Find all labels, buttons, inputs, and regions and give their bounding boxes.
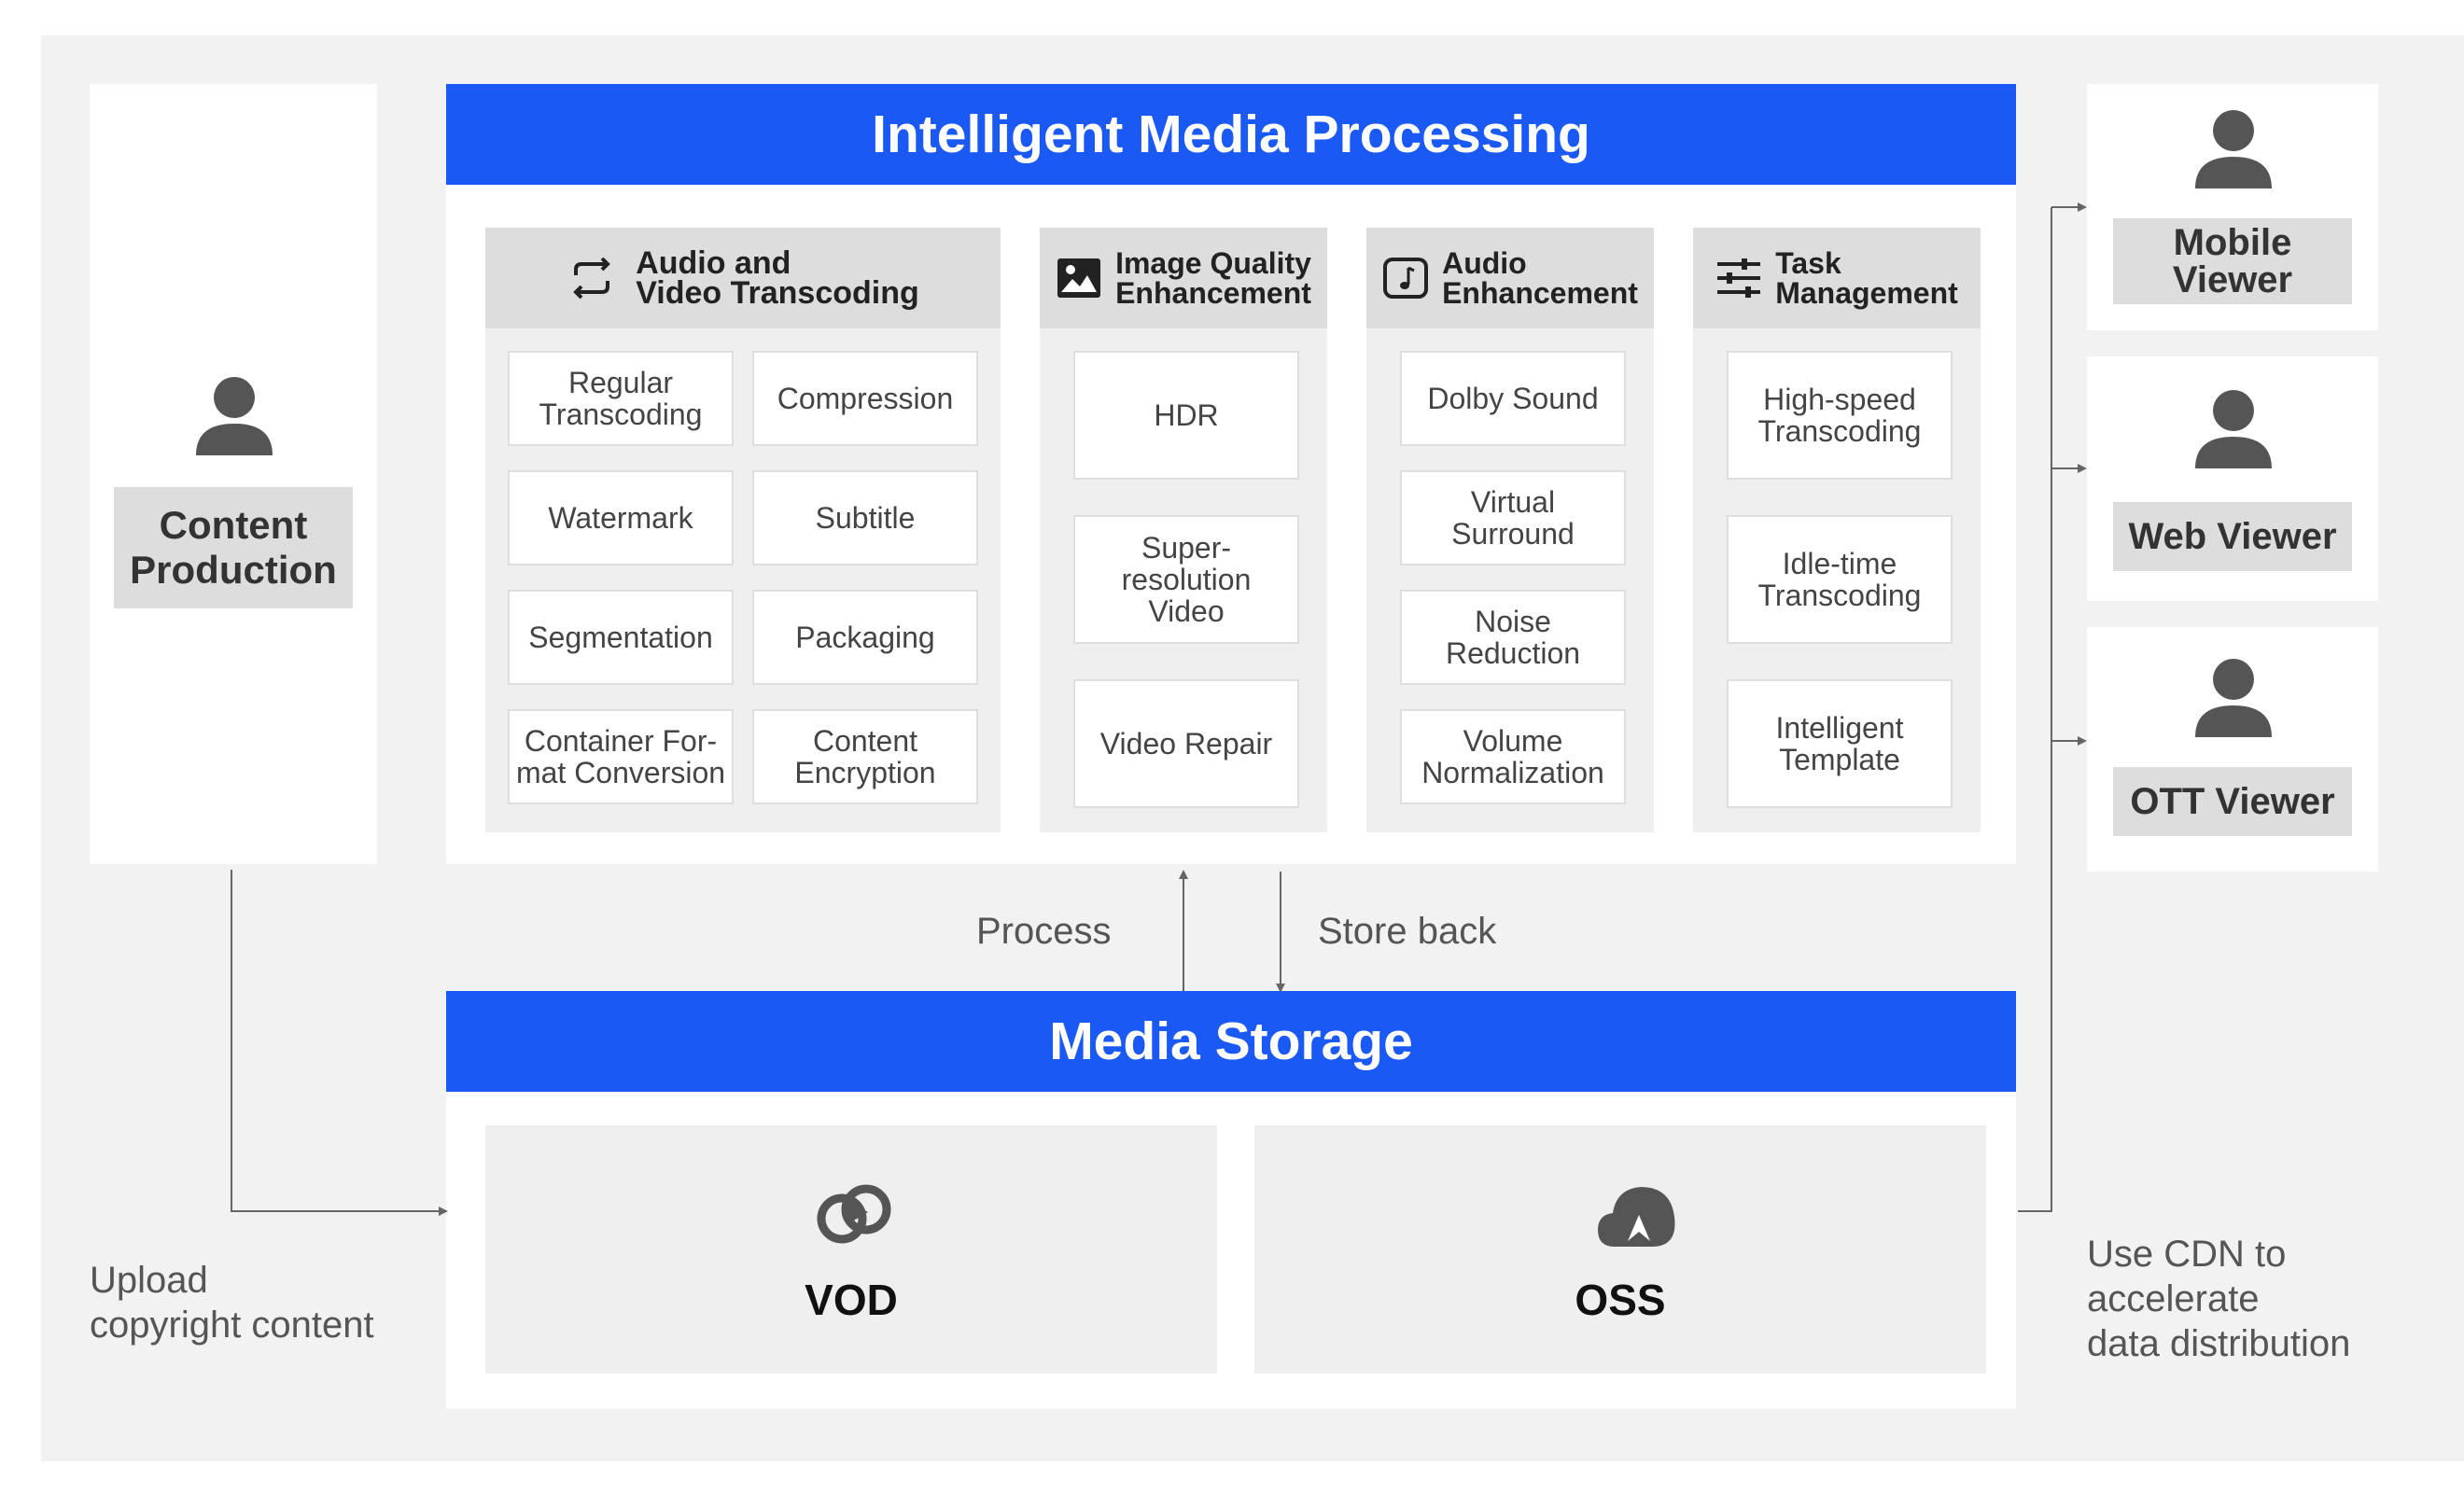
cdn-trunk [2018,207,2052,1212]
feature-cell: Super- resolution Video [1073,515,1299,644]
oss-label: OSS [1575,1276,1666,1324]
repeat-icon [573,257,611,300]
group-title: Task Management [1775,246,1958,310]
feature-cell: Virtual Surround [1400,470,1626,565]
group-task-management-header: Task Management [1693,228,1981,328]
feature-cell: Noise Reduction [1400,590,1626,685]
user-icon [2195,390,2272,468]
cdn-label: Use CDN to accelerate data distribution [2087,1234,2351,1364]
feature-cell: Content Encryption [752,709,978,804]
user-icon [2195,659,2272,737]
upload-label: Upload copyright content [90,1260,374,1346]
feature-cell: HDR [1073,351,1299,480]
vod-label: VOD [805,1276,898,1324]
sliders-icon [1717,258,1761,298]
group-title: Image Quality Enhancement [1115,246,1311,310]
process-label: Process [976,911,1112,952]
storage-title: Media Storage [446,991,2016,1092]
web-viewer-label: Web Viewer [2113,502,2352,571]
feature-cell: Dolby Sound [1400,351,1626,446]
vod-icon [817,1184,891,1244]
feature-cell: Idle-time Transcoding [1727,515,1953,644]
group-image-quality-header: Image Quality Enhancement [1040,228,1327,328]
group-transcoding-header: Audio and Video Transcoding [485,228,1001,328]
vod-box: VOD [485,1125,1217,1374]
feature-cell: High-speed Transcoding [1727,351,1953,480]
feature-cell: Video Repair [1073,679,1299,808]
feature-cell: Container For- mat Conversion [508,709,734,804]
content-production-panel: Content Production [90,84,377,864]
feature-cell: Regular Transcoding [508,351,734,446]
ott-viewer-label: OTT Viewer [2113,767,2352,836]
feature-cell: Watermark [508,470,734,565]
group-title: Audio and Video Transcoding [636,245,919,311]
music-note-icon [1383,258,1429,299]
group-audio-enhancement-header: Audio Enhancement [1366,228,1654,328]
feature-cell: Segmentation [508,590,734,685]
group-title: Audio Enhancement [1442,246,1638,310]
web-viewer-panel: Web Viewer [2087,356,2378,601]
feature-cell: Compression [752,351,978,446]
feature-cell: Intelligent Template [1727,679,1953,808]
ott-viewer-panel: OTT Viewer [2087,627,2378,872]
upload-arrow [231,870,448,1216]
mobile-viewer-label: Mobile Viewer [2113,218,2352,304]
mobile-viewer-panel: Mobile Viewer [2087,84,2378,330]
processing-title: Intelligent Media Processing [446,84,2016,185]
user-icon [2195,110,2272,188]
user-icon [196,377,273,455]
feature-cell: Packaging [752,590,978,685]
store-back-label: Store back [1318,911,1497,952]
image-icon [1057,258,1101,298]
oss-box: OSS [1254,1125,1986,1374]
oss-icon [1598,1187,1675,1247]
content-production-label: Content Production [114,487,353,608]
feature-cell: Volume Normalization [1400,709,1626,804]
feature-cell: Subtitle [752,470,978,565]
